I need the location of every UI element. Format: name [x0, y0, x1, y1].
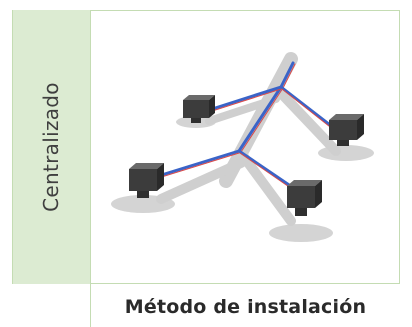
unit-body	[287, 186, 315, 208]
branch-shadow-right	[274, 86, 341, 156]
branch-cable-right	[279, 85, 336, 130]
column-caption-cell: Método de instalación	[90, 284, 400, 327]
unit-side-face	[157, 163, 164, 191]
unit-top-face	[329, 114, 364, 120]
row-header-cell	[12, 10, 90, 284]
unit-base	[337, 140, 349, 146]
cable-network	[153, 61, 336, 192]
branch-cable-left-red	[154, 152, 240, 180]
branch-cable-bottom	[237, 149, 297, 191]
centralized-installation-diagram	[111, 52, 374, 242]
indoor-unit-right	[329, 114, 364, 146]
indoor-unit-top	[183, 95, 215, 123]
unit-side-face	[315, 180, 322, 208]
unit-body	[183, 100, 209, 118]
unit-body	[329, 120, 357, 140]
indoor-unit-bottom	[287, 180, 322, 216]
unit-side-face	[357, 114, 364, 140]
indoor-unit-left	[129, 163, 164, 198]
branch-shadow-left	[156, 158, 246, 204]
branch-cable-top-red	[208, 88, 282, 113]
column-caption: Método de instalación	[124, 296, 367, 318]
unit-top-face	[287, 180, 322, 186]
unit-base	[191, 118, 201, 123]
pipe-shadows	[156, 52, 341, 226]
branch-shadow-bottom	[236, 148, 296, 226]
branch-cable-top	[207, 85, 283, 112]
unit-body	[129, 169, 157, 191]
branch-cable-bottom-red	[239, 152, 296, 192]
installation-diagram-cell	[90, 10, 400, 284]
unit-top-face	[183, 95, 215, 100]
branch-cable-left	[153, 149, 241, 179]
unit-shadow-bottom	[269, 224, 333, 242]
branch-cable-right-red	[281, 88, 335, 131]
unit-base	[137, 191, 149, 198]
unit-side-face	[209, 95, 215, 118]
row-label: Centralizado	[39, 82, 63, 212]
unit-top-face	[129, 163, 164, 169]
branch-shadow-top	[205, 95, 280, 125]
unit-base	[295, 208, 307, 216]
